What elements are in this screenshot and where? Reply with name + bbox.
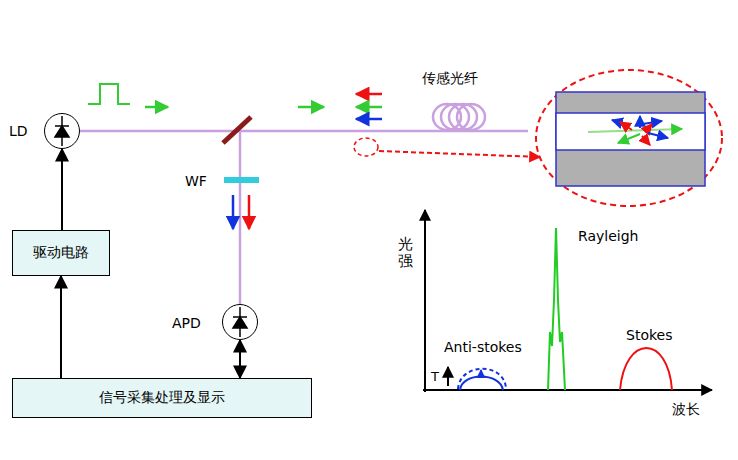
temperature-arrow [447, 367, 449, 386]
optical-fiber [80, 104, 528, 304]
beam-splitter [223, 117, 251, 143]
scattering-arrows [588, 116, 682, 145]
process-box: 信号采集处理及显示 [12, 378, 312, 418]
diode-symbol [55, 116, 247, 337]
peak-label: Rayleigh [578, 228, 638, 244]
shift-arrow [480, 370, 482, 378]
anti-stokes-peak-shifted [458, 369, 506, 389]
node-text: LD [9, 123, 28, 139]
anti-stokes-peak [460, 377, 503, 391]
peak-label: Stokes [626, 327, 672, 343]
light-pulse [88, 84, 130, 104]
component-label: WF [185, 173, 207, 189]
process-box: 驱动电路 [12, 230, 110, 276]
fiber-section [556, 92, 705, 186]
wavelength-filter [224, 177, 259, 183]
zoom-leader [379, 151, 540, 157]
node-text: 信号采集处理及显示 [99, 389, 225, 407]
component-label: 传感光纤 [422, 70, 478, 88]
rayleigh-peak [548, 228, 565, 390]
node-text: APD [172, 315, 201, 331]
connector-arrow [239, 340, 241, 378]
chart-axes [423, 210, 712, 392]
laser-diode: LD [44, 113, 80, 149]
axis-label: 光强 [398, 236, 413, 269]
stokes-peak [620, 348, 672, 390]
zoom-view [536, 70, 722, 206]
connector-arrow [60, 276, 62, 378]
symbol-label: T [431, 369, 439, 384]
node-text: 驱动电路 [33, 244, 89, 262]
axis-label: 波长 [672, 401, 700, 419]
light-arrows [145, 94, 382, 229]
connector-arrow [61, 149, 63, 230]
peak-label: Anti-stokes [444, 339, 522, 355]
zoom-marker [354, 138, 378, 156]
photodiode: APD [222, 304, 258, 340]
